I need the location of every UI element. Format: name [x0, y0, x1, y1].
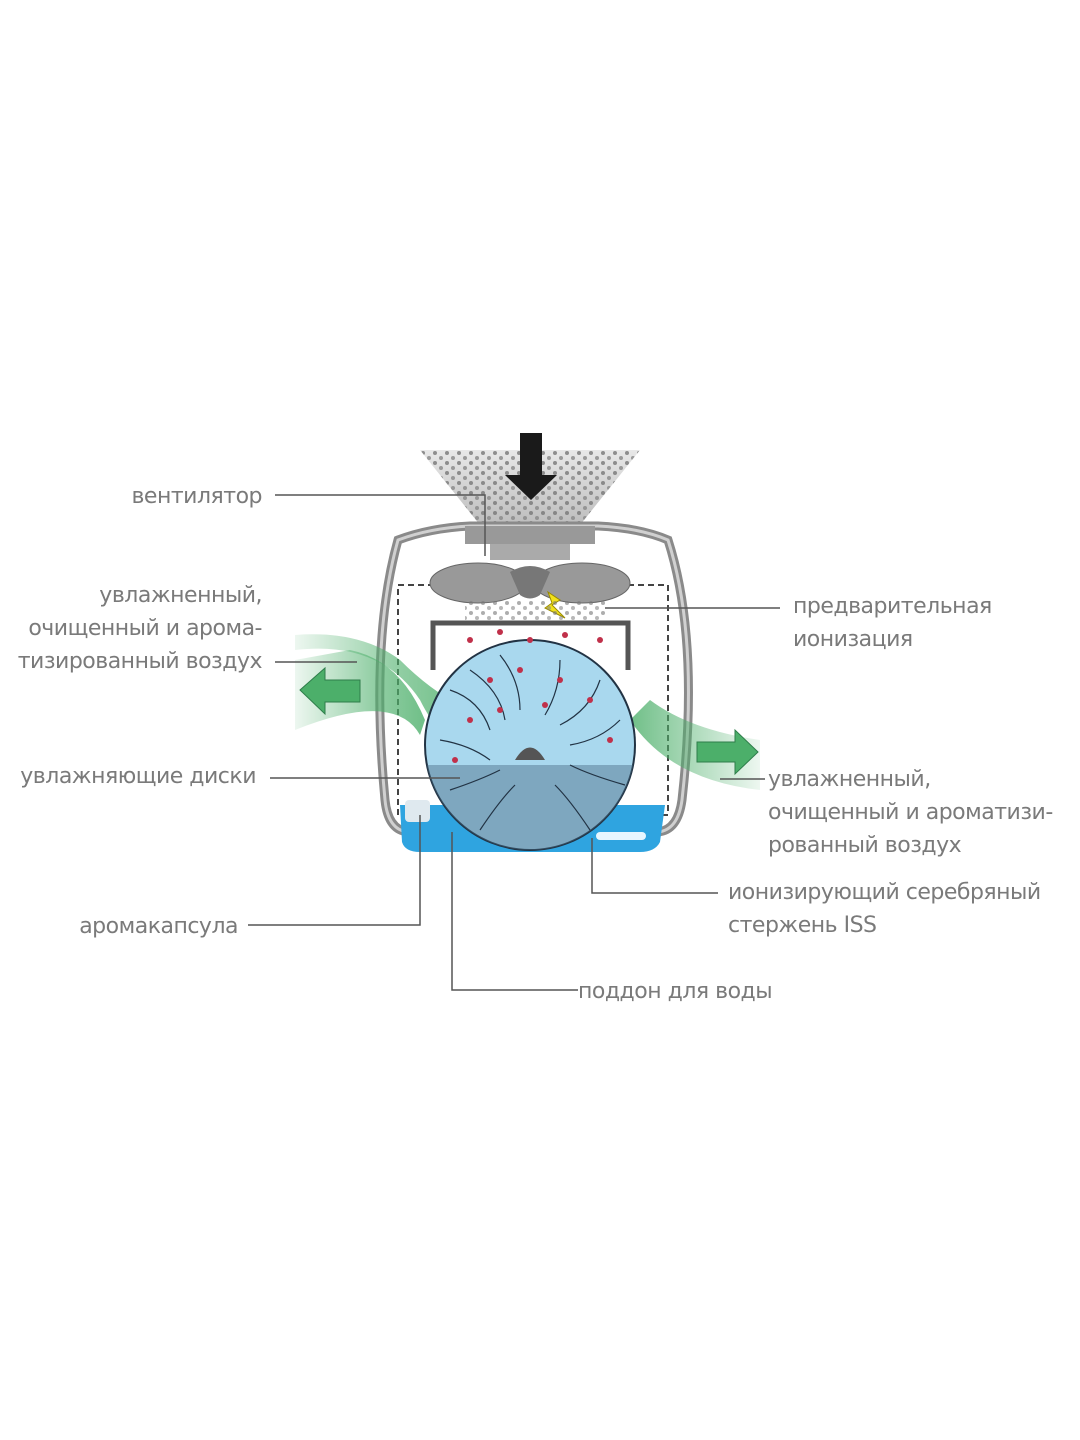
- label-line: стержень ISS: [728, 913, 877, 938]
- label-aroma-capsule: аромакапсула: [79, 914, 238, 939]
- right-arrow-icon: [696, 728, 759, 776]
- label-line: очищенный и арома-: [28, 616, 262, 641]
- label-line: рованный воздух: [768, 833, 962, 858]
- left-arrow-icon: [299, 666, 361, 716]
- label-preionization: предварительная ионизация: [793, 590, 992, 656]
- label-line: ионизация: [793, 627, 913, 652]
- label-line: увлажненный,: [768, 767, 931, 792]
- label-fan: вентилятор: [131, 484, 262, 509]
- aroma-capsule: [405, 800, 430, 822]
- label-iss-rod: ионизирующий серебряный стержень ISS: [728, 876, 1041, 942]
- label-water-tray: поддон для воды: [578, 979, 773, 1004]
- label-discs: увлажняющие диски: [20, 764, 256, 789]
- label-line: увлажненный,: [99, 583, 262, 608]
- iss-rod: [596, 832, 646, 840]
- down-arrow-icon: [520, 433, 542, 478]
- label-air-out-left: увлажненный, очищенный и арома- тизирова…: [17, 579, 263, 678]
- label-line: тизированный воздух: [17, 649, 263, 674]
- leader-lines: [248, 494, 780, 991]
- label-line: предварительная: [793, 594, 992, 619]
- air-flow-right: [630, 700, 760, 790]
- label-line: ионизирующий серебряный: [728, 880, 1041, 905]
- air-intake: [420, 433, 640, 525]
- label-line: очищенный и ароматизи-: [768, 800, 1053, 825]
- label-air-out-right: увлажненный, очищенный и ароматизи- рова…: [768, 763, 1053, 862]
- fan: [429, 562, 631, 604]
